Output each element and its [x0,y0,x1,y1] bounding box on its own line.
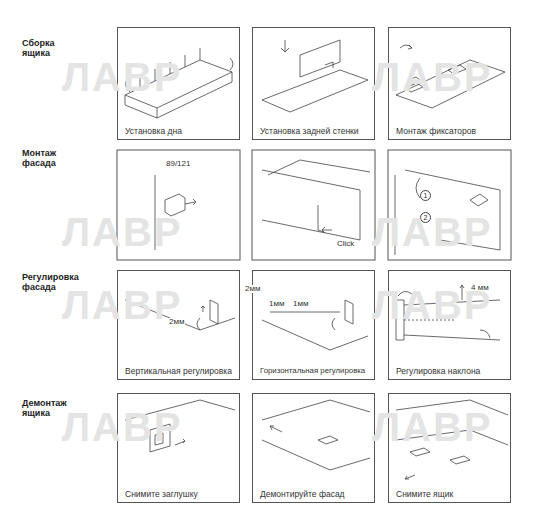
watermark: ЛАВР [372,405,493,450]
dimension: 1мм [292,300,309,308]
dimension: 1мм [268,300,285,308]
step-caption: Установка дна [124,127,183,136]
step-caption: Горизонтальная регулировка [259,367,366,376]
note: Click [336,240,355,248]
dimension: 89/121 [165,160,191,168]
step-panel: Установка задней стенки [252,27,375,140]
watermark: ЛАВР [372,55,493,100]
step-caption: Монтаж фиксаторов [395,127,477,136]
section-title: Монтаж фасада [22,148,77,169]
step-caption: Демонтируйте фасад [259,490,346,499]
step-caption: Регулировка наклона [395,367,481,376]
watermark: ЛАВР [62,55,183,100]
watermark: ЛАВР [372,283,493,328]
step-panel: Демонтируйте фасад [252,393,375,503]
dimension: 2мм [244,285,261,293]
step-caption: Установка задней стенки [259,127,360,136]
watermark: ЛАВР [62,405,183,450]
watermark: ЛАВР [62,210,183,255]
step-panel: Горизонтальная регулировка [252,270,375,380]
step-caption: Снимите заглушку [124,490,199,499]
step-caption: Снимите ящик [395,490,454,499]
callout-number: 1 [420,190,431,201]
step-caption: Вертикальная регулировка [124,367,233,376]
watermark: ЛАВР [62,283,183,328]
watermark: ЛАВР [372,210,493,255]
